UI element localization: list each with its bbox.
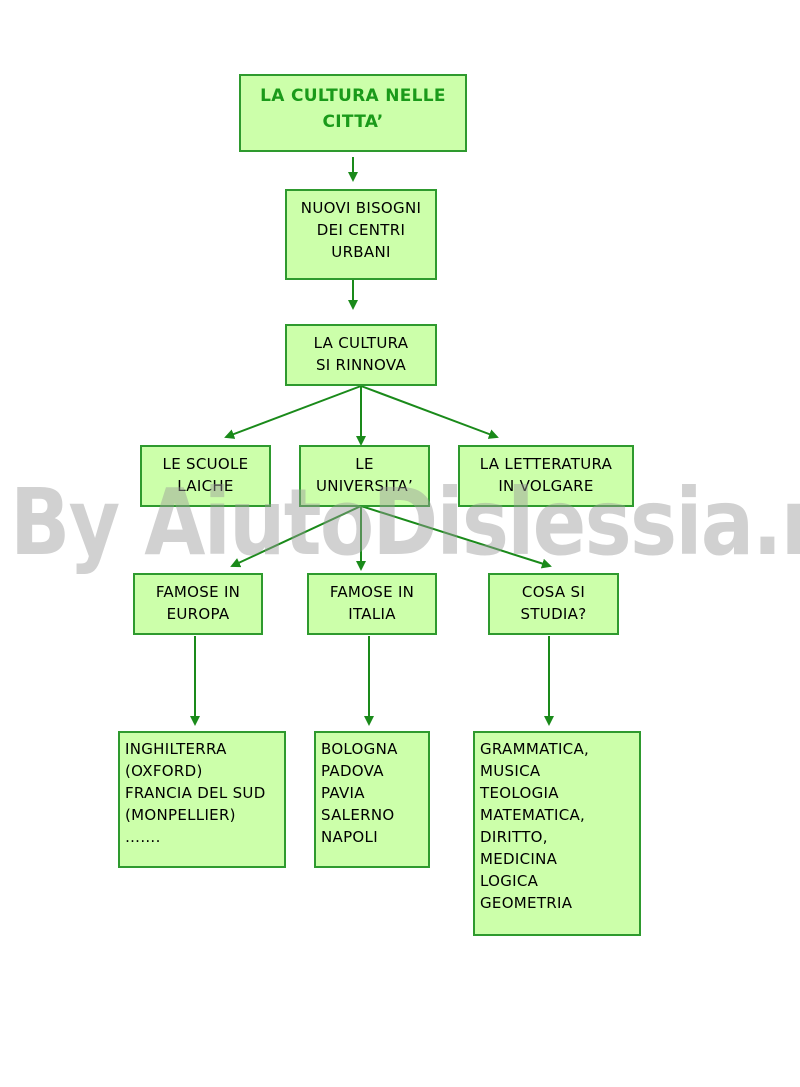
- node-europe-list: INGHILTERRA (OXFORD) FRANCIA DEL SUD (MO…: [118, 731, 286, 868]
- europe-list-item: …….: [125, 828, 161, 846]
- node-root: LA CULTURA NELLE CITTA’: [239, 74, 467, 152]
- node-renewal-line-1: LA CULTURA: [313, 334, 409, 352]
- node-subjects-list: GRAMMATICA, MUSICA TEOLOGIA MATEMATICA, …: [473, 731, 641, 936]
- node-schools-line-2: LAICHE: [177, 477, 234, 495]
- europe-list-item: INGHILTERRA: [125, 740, 227, 758]
- node-what-studied-line-1: COSA SI: [521, 583, 586, 601]
- subjects-list-item: GRAMMATICA,: [480, 740, 590, 758]
- node-famous-europe-line-2: EUROPA: [166, 605, 230, 623]
- subjects-list-item: LOGICA: [480, 872, 539, 890]
- node-famous-europe: FAMOSE IN EUROPA: [133, 573, 263, 635]
- node-needs: NUOVI BISOGNI DEI CENTRI URBANI: [285, 189, 437, 280]
- node-universities-line-1: LE: [355, 455, 374, 473]
- arrow-universities-to-famous-europe: [230, 505, 362, 568]
- europe-list-item: (OXFORD): [125, 762, 203, 780]
- node-what-studied: COSA SI STUDIA?: [488, 573, 619, 635]
- node-what-studied-line-2: STUDIA?: [520, 605, 587, 623]
- subjects-list-item: MATEMATICA,: [480, 806, 586, 824]
- node-needs-line-2: DEI CENTRI: [316, 221, 406, 239]
- subjects-list-item: TEOLOGIA: [480, 784, 559, 802]
- subjects-list-item: MUSICA: [480, 762, 541, 780]
- node-root-line-2: CITTA’: [322, 112, 384, 132]
- node-universities: LE UNIVERSITA’: [299, 445, 430, 507]
- node-renewal-line-2: SI RINNOVA: [315, 356, 407, 374]
- europe-list-item: FRANCIA DEL SUD: [125, 784, 266, 802]
- subjects-list-item: GEOMETRIA: [480, 894, 573, 912]
- italy-list-item: NAPOLI: [321, 828, 378, 846]
- subjects-list-item: MEDICINA: [480, 850, 558, 868]
- node-universities-line-2: UNIVERSITA’: [315, 477, 414, 495]
- node-famous-italy-line-2: ITALIA: [348, 605, 396, 623]
- node-root-line-1: LA CULTURA NELLE: [260, 86, 446, 106]
- node-schools: LE SCUOLE LAICHE: [140, 445, 271, 507]
- arrow-renewal-to-schools: [224, 385, 362, 439]
- node-schools-line-1: LE SCUOLE: [162, 455, 249, 473]
- node-literature-line-1: LA LETTERATURA: [479, 455, 613, 473]
- node-literature: LA LETTERATURA IN VOLGARE: [458, 445, 634, 507]
- subjects-list-item: DIRITTO,: [480, 828, 548, 846]
- italy-list-item: PADOVA: [321, 762, 384, 780]
- europe-list-item: (MONPELLIER): [125, 806, 236, 824]
- node-needs-line-1: NUOVI BISOGNI: [300, 199, 422, 217]
- arrow-renewal-to-literature: [360, 385, 499, 439]
- node-literature-line-2: IN VOLGARE: [498, 477, 594, 495]
- italy-list-item: BOLOGNA: [321, 740, 398, 758]
- node-famous-italy: FAMOSE IN ITALIA: [307, 573, 437, 635]
- node-needs-line-3: URBANI: [331, 243, 391, 261]
- italy-list-item: PAVIA: [321, 784, 365, 802]
- italy-list-item: SALERNO: [321, 806, 395, 824]
- node-famous-italy-line-1: FAMOSE IN: [329, 583, 415, 601]
- node-renewal: LA CULTURA SI RINNOVA: [285, 324, 437, 386]
- node-italy-list: BOLOGNA PADOVA PAVIA SALERNO NAPOLI: [314, 731, 430, 868]
- node-famous-europe-line-1: FAMOSE IN: [155, 583, 241, 601]
- arrow-universities-to-what-studied: [360, 505, 552, 569]
